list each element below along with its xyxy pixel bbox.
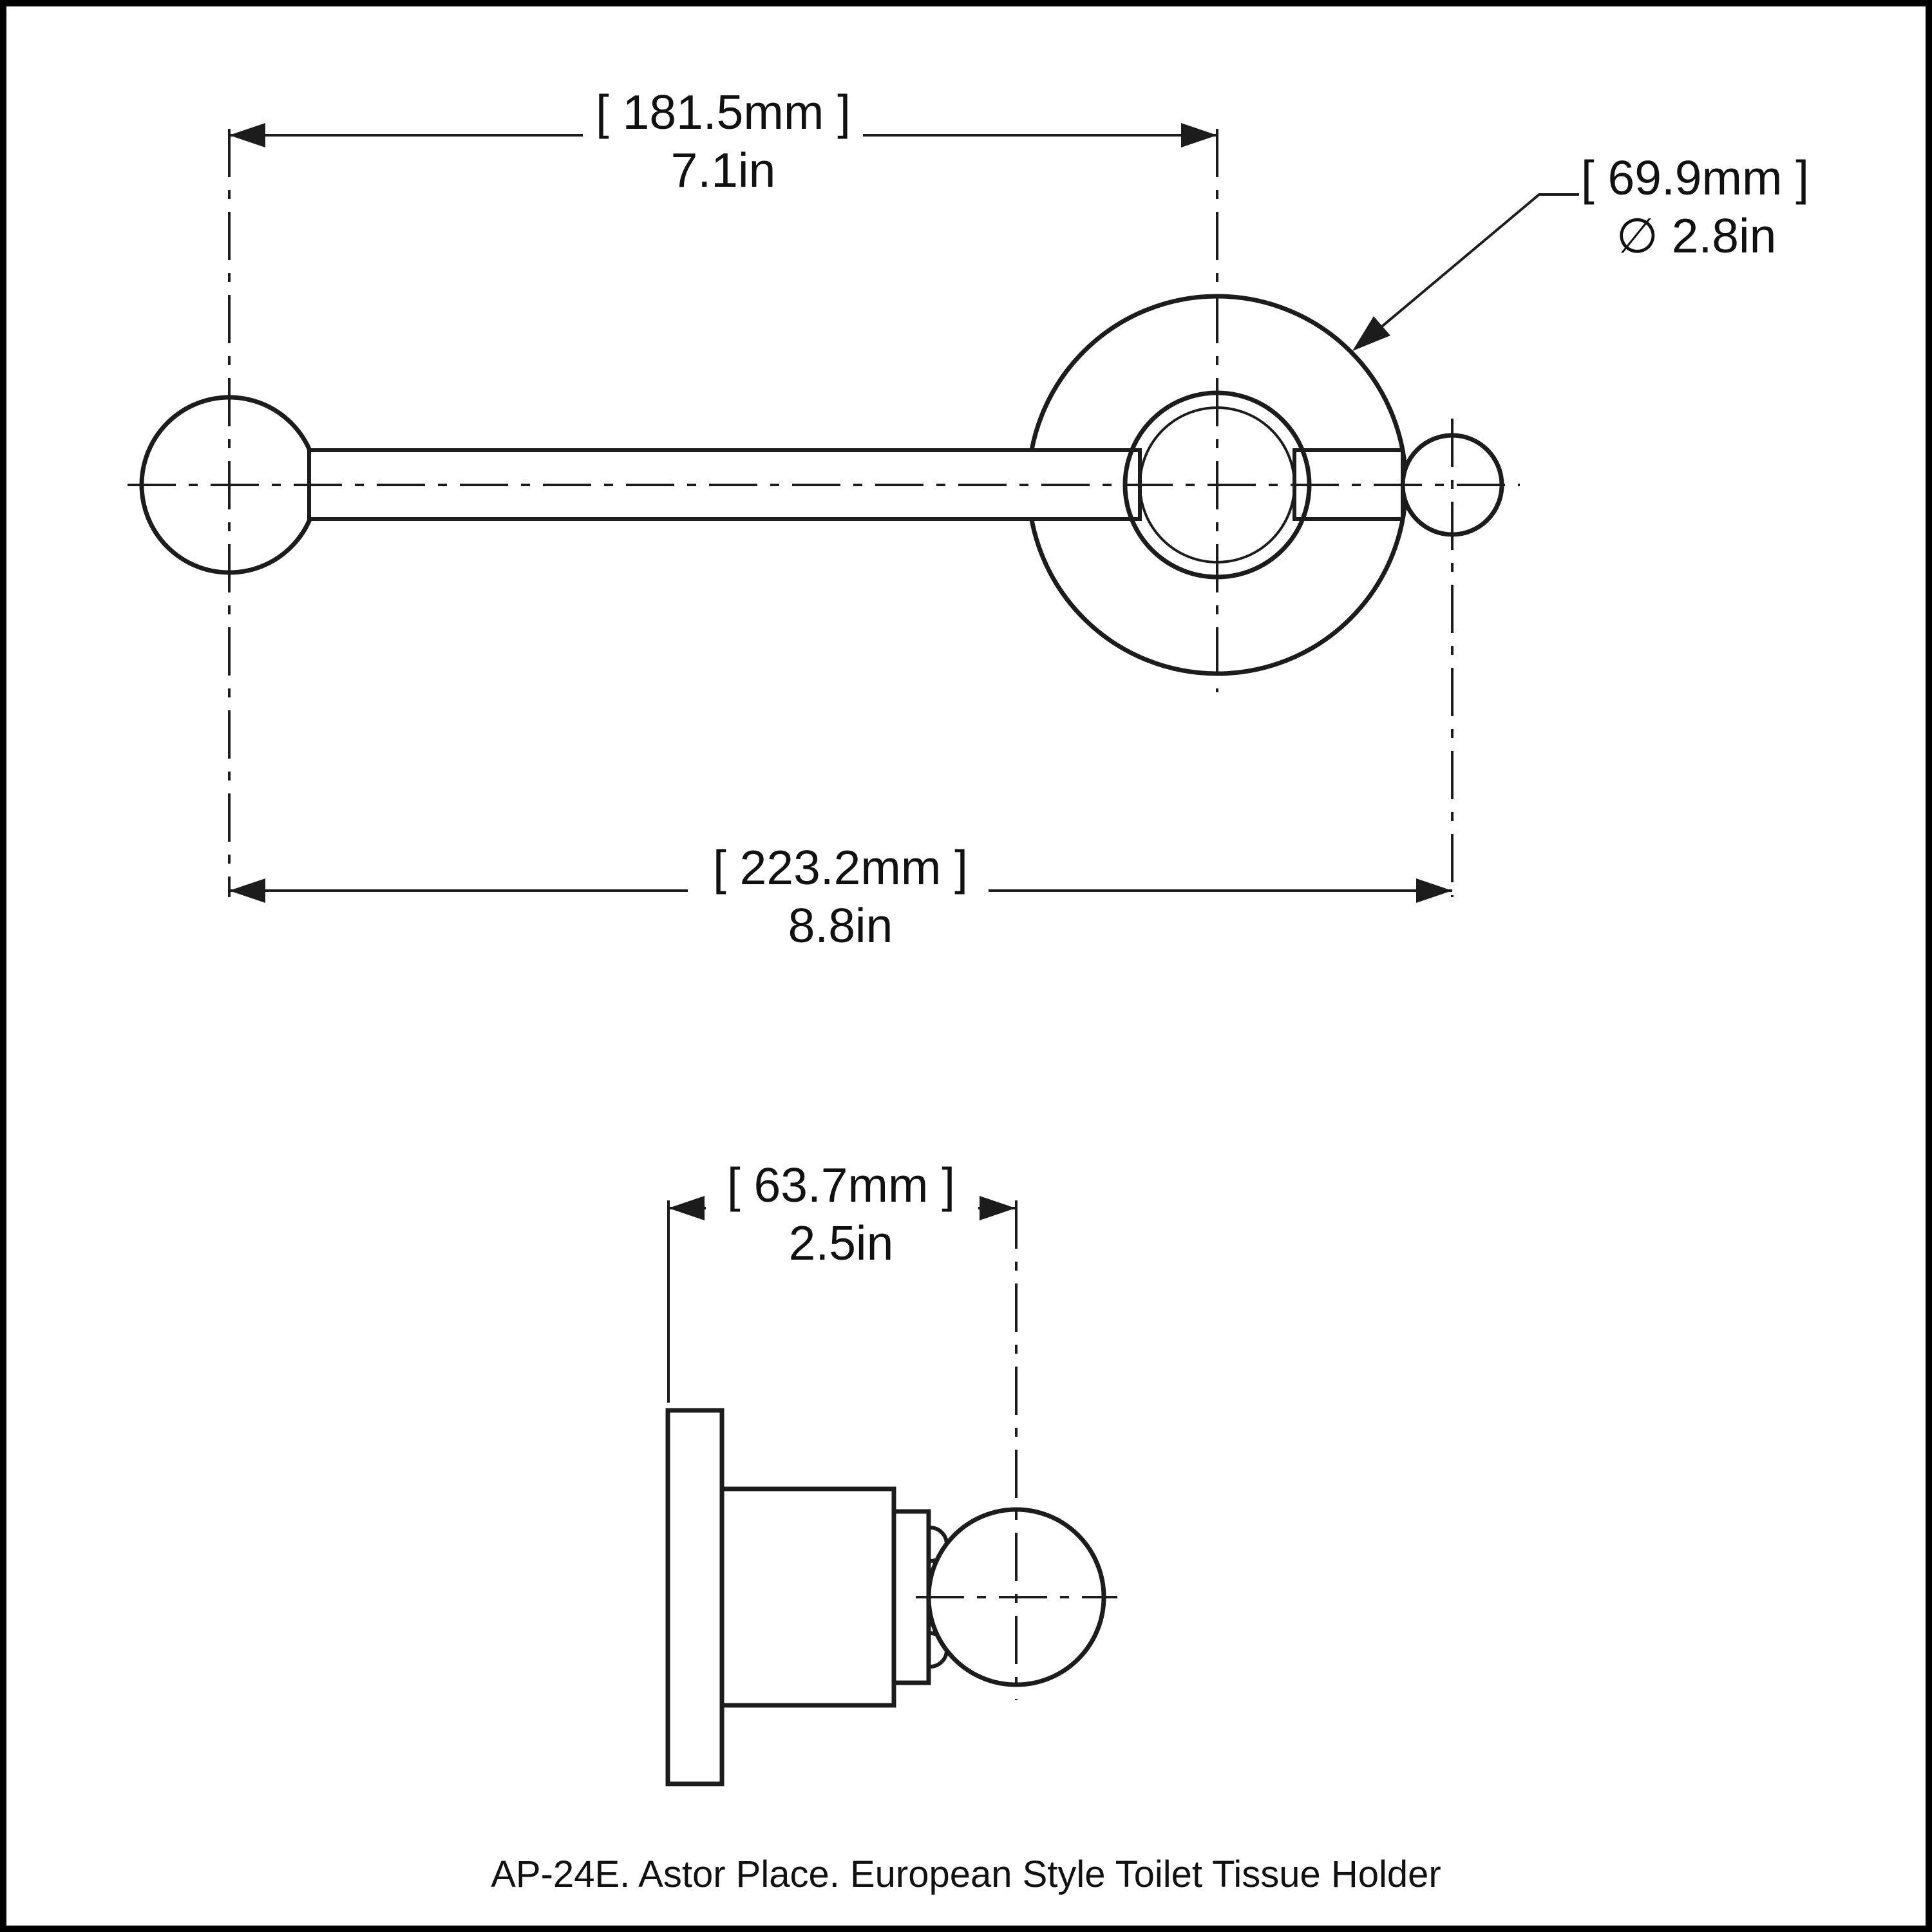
arrowhead-left bbox=[229, 123, 265, 147]
drawing-caption: AP-24E. Astor Place. European Style Toil… bbox=[491, 1853, 1441, 1895]
dimension-projection: [ 63.7mm ] 2.5in bbox=[668, 1158, 1016, 1270]
dim-69-in-label: ∅ 2.8in bbox=[1616, 209, 1777, 263]
side-view: [ 63.7mm ] 2.5in bbox=[665, 1158, 1117, 1786]
arrowhead-right bbox=[980, 1196, 1016, 1220]
top-view: [ 181.5mm ] 7.1in [ 223.2mm ] 8.8in [ 69… bbox=[128, 85, 1809, 952]
dim-223-in-label: 8.8in bbox=[788, 898, 893, 952]
dim-63-in-label: 2.5in bbox=[789, 1216, 894, 1270]
arrowhead-right bbox=[1416, 878, 1452, 903]
rosette-diameter-callout: [ 69.9mm ] ∅ 2.8in bbox=[1352, 151, 1809, 351]
arrowhead-left bbox=[229, 878, 265, 903]
post-hub-side bbox=[719, 1486, 896, 1708]
leader-arrowhead bbox=[1352, 316, 1390, 351]
dim-63-mm-label: [ 63.7mm ] bbox=[727, 1158, 955, 1212]
dim-181-in-label: 7.1in bbox=[671, 143, 776, 197]
dim-223-mm-label: [ 223.2mm ] bbox=[713, 840, 968, 895]
dimension-center-to-center: [ 181.5mm ] 7.1in bbox=[229, 85, 1217, 197]
wall-plate bbox=[665, 1408, 724, 1786]
dimension-overall-length: [ 223.2mm ] 8.8in bbox=[229, 840, 1452, 952]
dim-181-mm-label: [ 181.5mm ] bbox=[596, 85, 851, 139]
arrowhead-right bbox=[1181, 123, 1217, 147]
dim-69-mm-label: [ 69.9mm ] bbox=[1581, 151, 1809, 205]
leader-line bbox=[1358, 193, 1579, 347]
arrowhead-left bbox=[668, 1196, 705, 1220]
